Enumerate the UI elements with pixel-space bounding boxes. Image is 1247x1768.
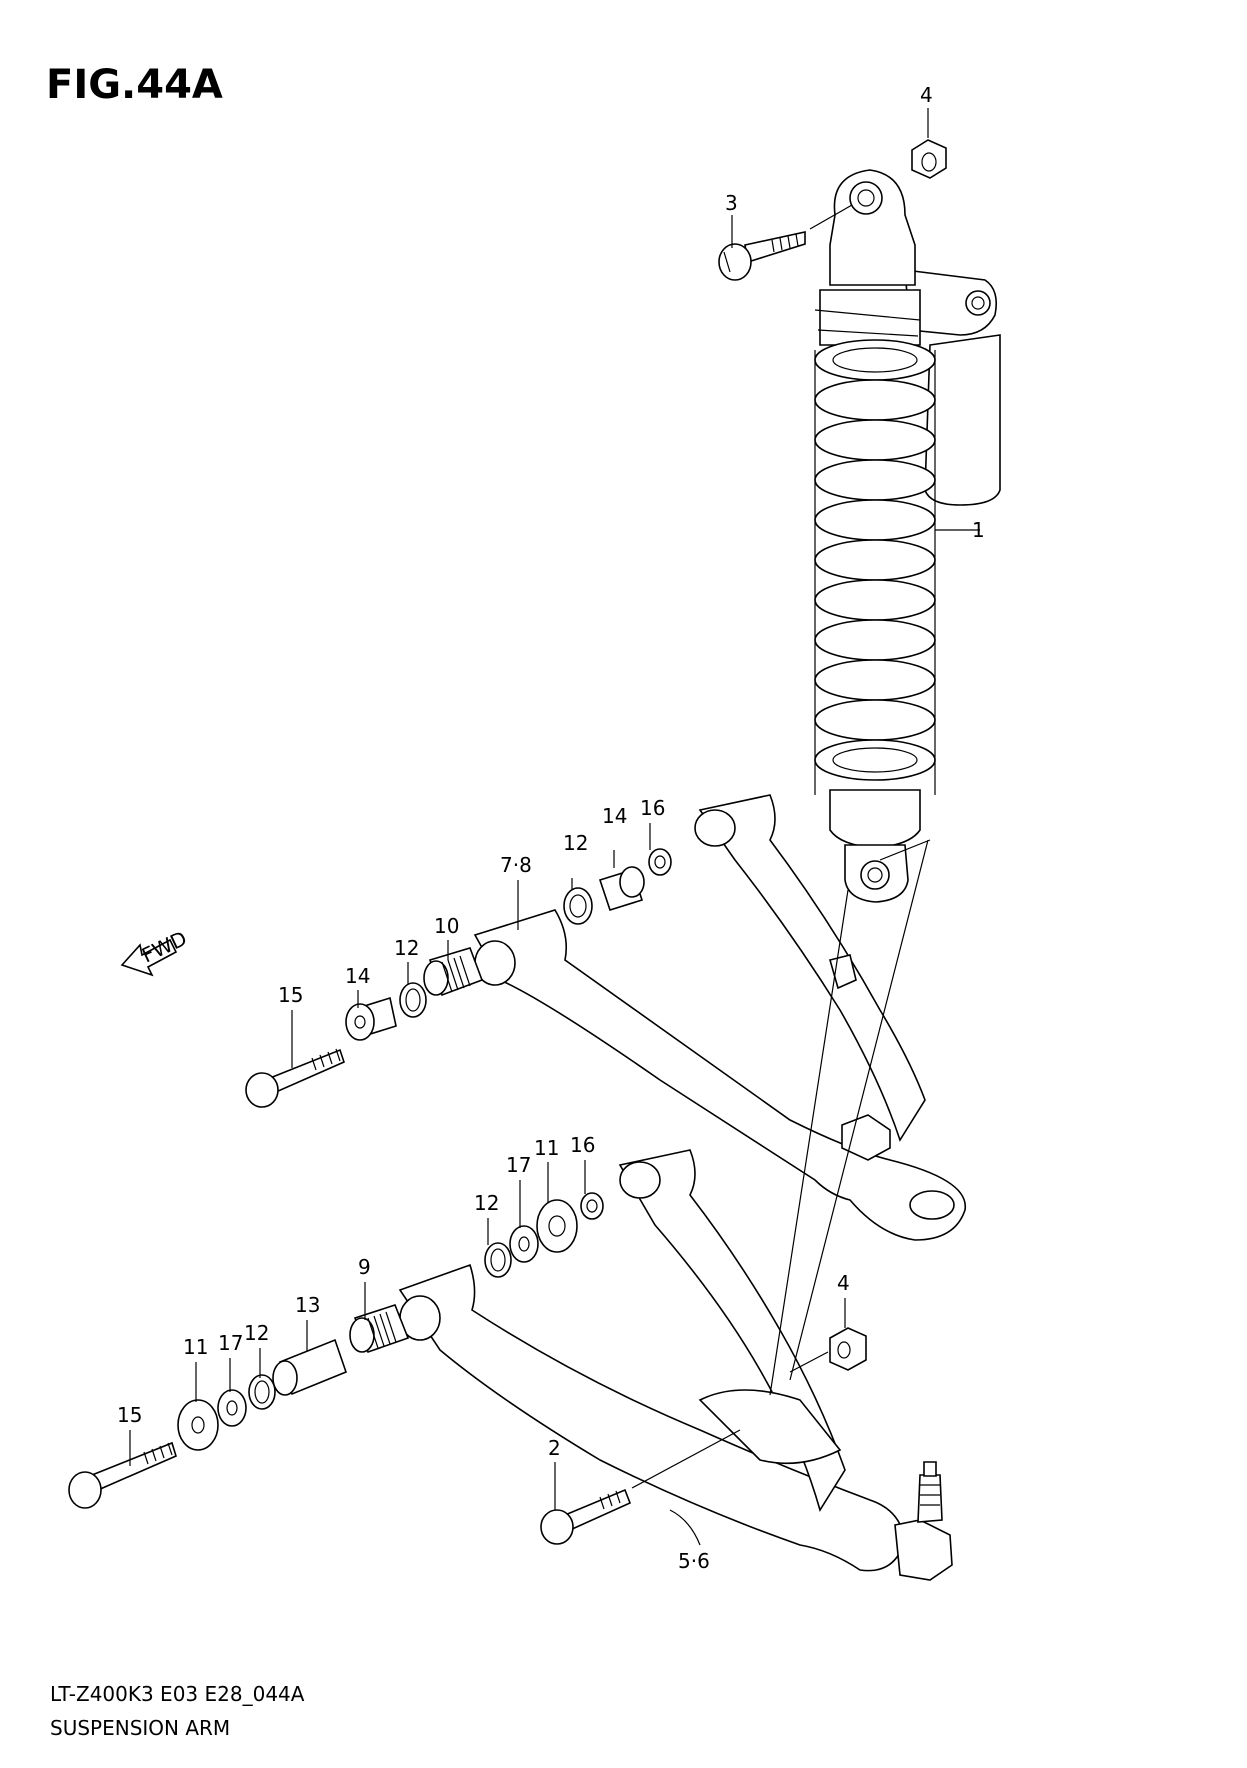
- callout-4-top: 4: [920, 83, 933, 107]
- fwd-arrow-icon: FWD: [120, 926, 190, 977]
- fwd-label: FWD: [138, 926, 190, 967]
- callout-17-b: 17: [218, 1331, 243, 1355]
- washer-17-lower-left[interactable]: [217, 1389, 247, 1427]
- callout-12-a: 12: [563, 831, 588, 855]
- callout-12-d: 12: [244, 1321, 269, 1345]
- collar-12-lower-left[interactable]: [248, 1374, 276, 1410]
- callout-3: 3: [725, 191, 738, 215]
- bolt-15-upper[interactable]: [245, 1048, 345, 1108]
- callout-15-a: 15: [278, 983, 303, 1007]
- callout-4-bottom: 4: [837, 1271, 850, 1295]
- nut-4-bottom[interactable]: [829, 1327, 867, 1371]
- model-code: LT-Z400K3 E03 E28_044A: [50, 1682, 305, 1706]
- callout-13: 13: [295, 1293, 320, 1317]
- seal-16-upper[interactable]: [648, 848, 672, 876]
- washer-11-lower-right[interactable]: [536, 1199, 578, 1253]
- callout-15-b: 15: [117, 1403, 142, 1427]
- callout-14-b: 14: [345, 964, 370, 988]
- coil-spring: [814, 339, 936, 795]
- bolt-15-lower[interactable]: [68, 1441, 177, 1509]
- callout-16-b: 16: [570, 1133, 595, 1157]
- collar-12-upper-left[interactable]: [399, 982, 427, 1018]
- bushing-10[interactable]: [423, 947, 484, 997]
- callout-2: 2: [548, 1436, 561, 1460]
- sleeve-13[interactable]: [272, 1338, 348, 1396]
- spacer-14-upper-left[interactable]: [345, 996, 397, 1041]
- callout-17-a: 17: [506, 1153, 531, 1177]
- callout-14-a: 14: [602, 804, 627, 828]
- shock-absorber[interactable]: [814, 169, 1001, 903]
- bolt-2[interactable]: [540, 1488, 632, 1545]
- callout-16-a: 16: [640, 796, 665, 820]
- collar-12-lower-right[interactable]: [484, 1242, 512, 1278]
- callout-12-b: 12: [394, 936, 419, 960]
- lower-arm[interactable]: [398, 1149, 953, 1581]
- diagram-name: SUSPENSION ARM: [50, 1716, 231, 1740]
- callout-1: 1: [972, 518, 985, 542]
- spacer-14-upper-right[interactable]: [598, 866, 645, 911]
- callout-9: 9: [358, 1255, 371, 1279]
- callout-12-c: 12: [474, 1191, 499, 1215]
- washer-11-lower-left[interactable]: [177, 1399, 219, 1451]
- upper-arm[interactable]: [473, 794, 967, 1241]
- seal-16-lower[interactable]: [580, 1192, 604, 1220]
- callout-10: 10: [434, 914, 459, 938]
- washer-17-lower-right[interactable]: [509, 1225, 539, 1263]
- callout-5-6: 5·6: [678, 1549, 710, 1573]
- bolt-3[interactable]: [718, 231, 806, 281]
- figure-title: FIG.44A: [46, 62, 223, 108]
- callout-11-upper: 11: [534, 1136, 559, 1160]
- collar-12-upper-right[interactable]: [563, 887, 593, 925]
- bushing-9[interactable]: [349, 1304, 410, 1354]
- callout-7-8: 7·8: [500, 853, 532, 877]
- callout-11-lower: 11: [183, 1335, 208, 1359]
- nut-4-top[interactable]: [911, 139, 947, 179]
